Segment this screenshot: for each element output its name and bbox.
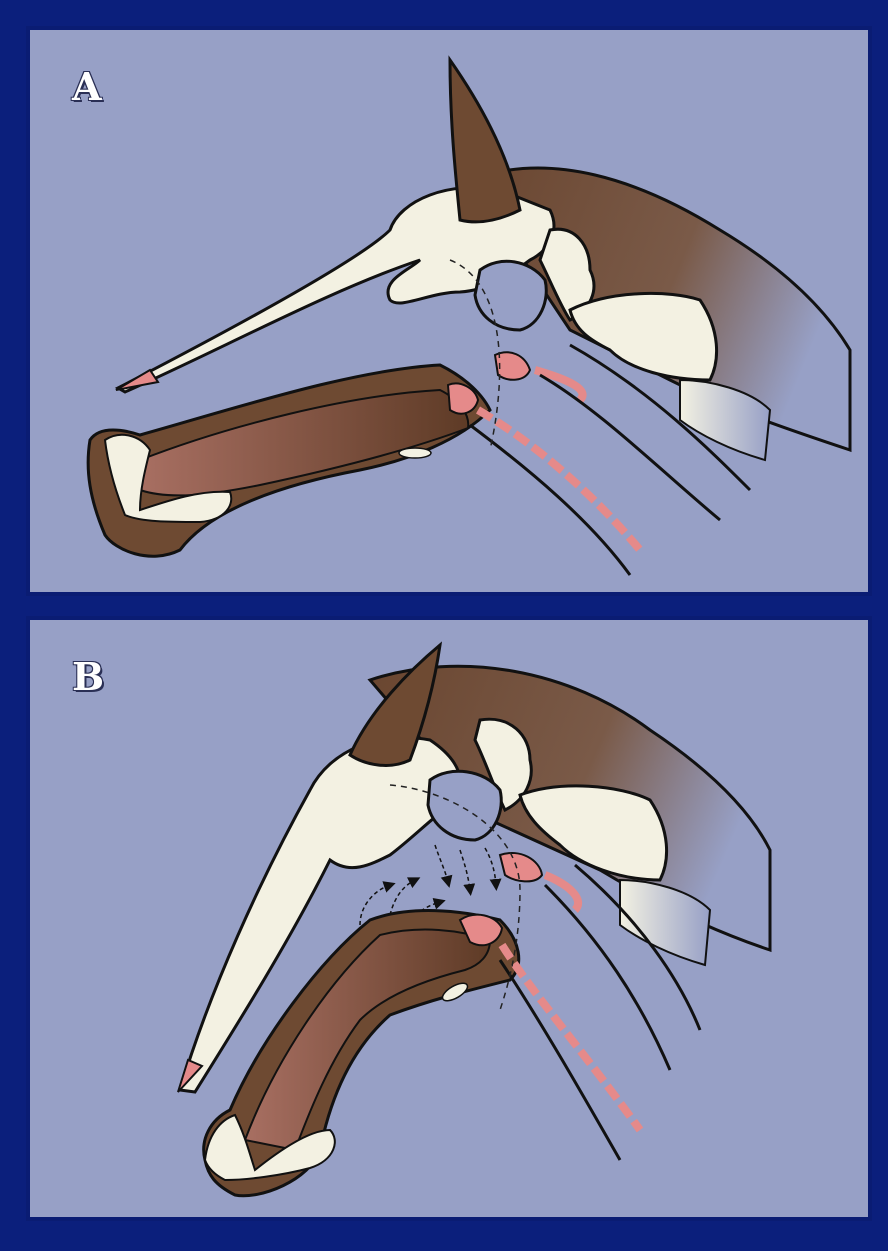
panel-b-illustration bbox=[30, 620, 868, 1217]
pharynx-space bbox=[475, 261, 546, 330]
panel-a-label: A bbox=[72, 64, 102, 109]
esophagus-line-1 bbox=[500, 960, 620, 1160]
panel-a-illustration bbox=[30, 30, 868, 592]
airflow-arrow-4 bbox=[435, 845, 448, 882]
hyoid-oval bbox=[399, 448, 431, 458]
incisor-tip bbox=[116, 370, 158, 390]
trachea-cartilage bbox=[545, 875, 578, 910]
panel-a: A bbox=[26, 26, 872, 596]
panel-b-label: B bbox=[72, 654, 105, 699]
panel-b: B bbox=[26, 616, 872, 1221]
pharynx-space bbox=[428, 771, 501, 840]
airflow-arrow-6 bbox=[485, 848, 496, 885]
soft-palate bbox=[500, 853, 542, 881]
trachea bbox=[502, 945, 640, 1130]
esophagus-line-1 bbox=[470, 425, 630, 575]
airflow-arrow-5 bbox=[460, 850, 470, 890]
ear bbox=[450, 60, 520, 222]
cervical-bone-2 bbox=[570, 293, 717, 380]
